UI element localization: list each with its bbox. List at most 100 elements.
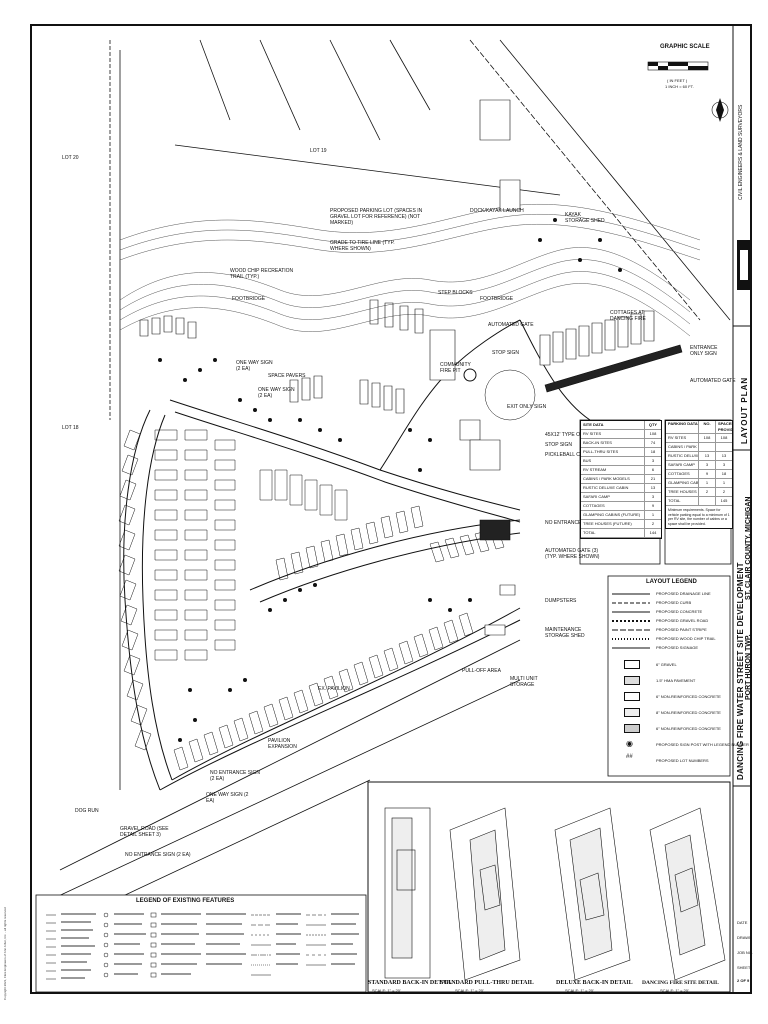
label-one-way-1: ONE WAY SIGN (2 EA) [236, 360, 273, 372]
location-line-2: ST. CLAIR COUNTY, MICHIGAN [745, 496, 752, 600]
parking-row-no: 1 [698, 479, 715, 487]
parking-row-no: 13 [698, 452, 715, 460]
parking-data-row: TREE HOUSES (FUTURE)22 [666, 488, 732, 497]
site-row-name: RV STREAM [583, 467, 607, 472]
site-data-row: SAFARI CAMP 3 [581, 493, 661, 502]
parking-header-spaces: SPACES PROVIDED [715, 421, 732, 433]
parking-row-spaces: 2 [715, 488, 732, 496]
legend-line-item: PROPOSED CONCRETE [608, 608, 730, 616]
label-dock-kayak: DOCK/KAYAK LAUNCH [470, 208, 524, 214]
copyright-note: Copyright 2021, Fleis Engineers of Ann A… [3, 907, 7, 1000]
title-job-label: JOB NO. [737, 950, 754, 955]
contour-lines [119, 204, 701, 337]
detail-scale-3: SCALE: 1" = 20' [565, 988, 594, 993]
layout-legend-title: LAYOUT LEGEND [646, 579, 697, 585]
existing-legend-symbols [46, 912, 359, 980]
site-row-name: CABINS / PARK MODELS [583, 476, 630, 481]
site-row-qty: 18 [644, 448, 661, 456]
graphic-scale-title: GRAPHIC SCALE [660, 44, 710, 50]
site-data-header: SITE DATA QTY [581, 421, 661, 430]
label-lot-3: LOT 18 [62, 425, 79, 431]
label-stop-sign-2: STOP SIGN [545, 442, 573, 448]
label-kayak-storage: KAYAK STORAGE SHED [565, 212, 605, 224]
label-multi-unit: MULTI UNIT STORAGE [510, 676, 538, 688]
firm-logo [737, 240, 751, 290]
label-one-way-2: ONE WAY SIGN (2 EA) [258, 387, 295, 399]
site-row-qty: 21 [644, 475, 661, 483]
label-grade-line: GRADE TO TIRE LINE (TYP. WHERE SHOWN) [330, 240, 395, 252]
detail-deluxe-back-in [554, 807, 631, 981]
site-data-header-qty: QTY [644, 421, 661, 429]
site-row-name: SAFARI CAMP [583, 494, 610, 499]
site-row-name: RUSTIC DELUXE CABIN [583, 485, 629, 490]
legend-line-item: PROPOSED CURB [608, 599, 730, 607]
north-arrow [711, 98, 729, 122]
parking-row-name: RUSTIC DELUXE CABIN [668, 453, 698, 458]
title-sheet-label: SHEET [737, 965, 751, 970]
site-row-qty: 3 [644, 457, 661, 465]
fire-pit [463, 368, 477, 382]
detail-standard-back-in [384, 807, 431, 979]
parking-data-row: GLAMPING CABIN (FUTURE)11 [666, 479, 732, 488]
legend-line-symbol [612, 638, 650, 640]
buildings [429, 99, 521, 636]
label-automated-gate-2: AUTOMATED GATE [690, 378, 736, 384]
site-row-qty: 3 [644, 493, 661, 501]
label-pavilion: EX. PAVILION [318, 686, 350, 692]
label-footbridge-2: FOOTBRIDGE [480, 296, 514, 302]
label-lot-1: LOT 20 [62, 155, 79, 161]
detail-caption-2: STANDARD PULL-THRU DETAIL [440, 980, 534, 986]
label-exit-only: EXIT ONLY SIGN [507, 404, 547, 410]
legend-swatch-box [624, 676, 640, 685]
legend-line-symbol [612, 593, 650, 595]
legend-swatch-label: 6" GRAVEL [656, 662, 677, 667]
property-lines [39, 39, 731, 936]
parking-data-row: RUSTIC DELUXE CABIN1313 [666, 452, 732, 461]
legend-line-label: PROPOSED PAINT STRIPE [656, 627, 707, 632]
parking-row-spaces [715, 443, 732, 451]
legend-line-item: PROPOSED WOOD CHIP TRAIL [608, 635, 730, 643]
label-entrance-only: ENTRANCE ONLY SIGN [690, 345, 718, 357]
detail-scale-2: SCALE: 1" = 20' [455, 988, 484, 993]
legend-line-label: PROPOSED CURB [656, 600, 692, 605]
label-automated-gate-3: AUTOMATED GATE (3) (TYP. WHERE SHOWN) [545, 548, 600, 560]
legend-swatch-item: 6" GRAVEL [608, 658, 730, 670]
sheet-title: LAYOUT PLAN [740, 376, 749, 444]
legend-swatch-label: 6" NON-REINFORCED CONCRETE [656, 694, 721, 699]
site-row-qty: 74 [644, 439, 661, 447]
label-space-pavers: SPACE PAVERS [268, 373, 306, 379]
detail-standard-pull-thru [449, 807, 521, 981]
site-data-row: CABINS / PARK MODELS 21 [581, 475, 661, 484]
legend-swatch-label: 8" NON-REINFORCED CONCRETE [656, 710, 721, 715]
rv-site-pads [118, 429, 236, 751]
label-pickleball: PICKLEBALL COURT [545, 452, 594, 458]
detail-caption-3: DELUXE BACK-IN DETAIL [556, 980, 633, 986]
label-wood-chip-trail: WOOD CHIP RECREATION TRAIL (TYP.) [230, 268, 294, 280]
parking-data-header: PARKING DATA NO. SPACES PROVIDED [666, 421, 732, 434]
label-no-entrance-1: NO ENTRANCE SIGN (2 EA) [545, 520, 611, 526]
label-dog-run: DOG RUN [75, 808, 99, 814]
legend-swatch-box [624, 692, 640, 701]
site-row-name: BUS [583, 458, 592, 463]
label-pavilion-expansion: PAVILION EXPANSION [268, 738, 297, 750]
label-one-way-3: ONE WAY SIGN (2 EA) [206, 792, 249, 804]
parking-row-spaces: 1 [715, 479, 732, 487]
parking-row-no: 9 [698, 470, 715, 478]
site-row-qty: 1 [644, 511, 661, 519]
site-row-name: TOTAL [583, 530, 596, 535]
parking-row-spaces: 13 [715, 452, 732, 460]
legend-swatch-label: PROPOSED SIGN POST WITH LEGEND NUMBER [656, 742, 749, 747]
label-automated-gate-1: AUTOMATED GATE [488, 322, 534, 328]
legend-line-item: PROPOSED PAINT STRIPE [608, 626, 730, 634]
parking-row-spaces: 3 [715, 461, 732, 469]
firm-name: CIVIL ENGINEERS & LAND SURVEYORS [738, 104, 744, 200]
